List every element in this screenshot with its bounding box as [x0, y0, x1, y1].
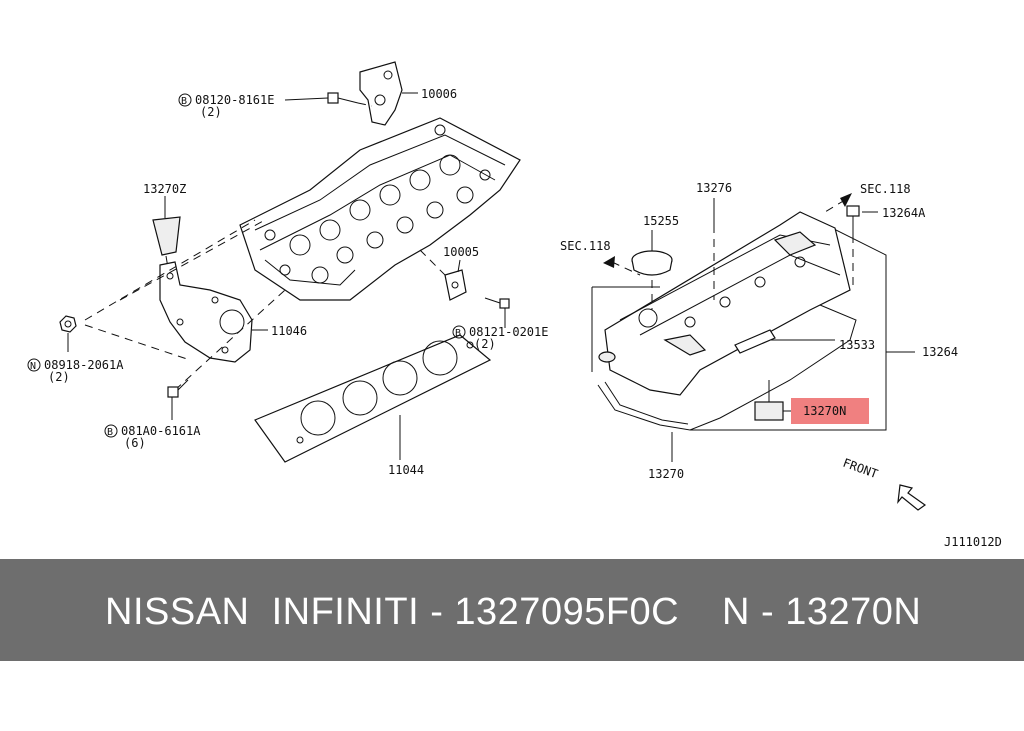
sec118-arrows: [603, 193, 852, 276]
head-gasket-11044: [254, 334, 492, 463]
footer-brand-part: NISSAN INFINITI - 1327095F0C: [105, 591, 680, 633]
bracket-10006: [359, 61, 418, 126]
label-13270z: 13270Z: [143, 182, 186, 196]
svg-text:08918-2061A: 08918-2061A: [44, 358, 124, 372]
bracket-10005: [419, 249, 467, 301]
highlight-box: [791, 398, 869, 424]
label-sec118-left: SEC.118: [560, 239, 611, 253]
grommet-13270n: [754, 380, 869, 424]
footer-part-code: N - 13270N: [722, 591, 922, 633]
svg-text:B: B: [107, 427, 113, 438]
front-cover-11046: [84, 219, 286, 391]
front-arrow: [897, 484, 927, 511]
label-11044: 11044: [388, 463, 424, 477]
bolt-08121: [484, 297, 510, 328]
svg-text:081A0-6161A: 081A0-6161A: [121, 424, 201, 438]
svg-text:(2): (2): [200, 105, 222, 119]
footer-text: NISSAN INFINITI - 1327095F0C N - 13270N: [0, 559, 1024, 661]
svg-text:B: B: [455, 328, 461, 339]
footer-bar: NISSAN INFINITI - 1327095F0C N - 13270N: [0, 559, 1024, 661]
label-13276: 13276: [696, 181, 732, 195]
label-15255: 15255: [643, 214, 679, 228]
gasket-13270: [597, 304, 857, 462]
svg-text:B: B: [181, 96, 187, 107]
callout-n-08918: N 08918-2061A (2): [27, 358, 124, 384]
label-13264a: 13264A: [882, 206, 926, 220]
svg-text:N: N: [30, 361, 36, 372]
label-13270n: 13270N: [803, 404, 846, 418]
callout-b-081a0: B 081A0-6161A (6): [104, 424, 201, 450]
seal-13270z: [152, 196, 181, 269]
callout-b-08120: B 08120-8161E (2): [178, 93, 274, 119]
valve-cover-frame: [591, 211, 915, 431]
oil-cap-15255: [631, 230, 673, 310]
diagram-code: J111012D: [944, 535, 1002, 549]
bolt-081a0: [167, 379, 189, 420]
label-sec118-right: SEC.118: [860, 182, 911, 196]
label-13270: 13270: [648, 467, 684, 481]
parts-diagram: B 08120-8161E (2) 10006 13270Z 10005 B 0…: [27, 61, 1002, 549]
bolt-08120: [284, 92, 373, 107]
svg-text:08121-0201E: 08121-0201E: [469, 325, 548, 339]
valve-cover-13264: [598, 211, 851, 396]
part-13533: [734, 329, 835, 354]
cylinder-head: [239, 117, 521, 301]
nut-08918: [59, 315, 77, 352]
svg-text:08120-8161E: 08120-8161E: [195, 93, 274, 107]
stage: B 08120-8161E (2) 10006 13270Z 10005 B 0…: [0, 61, 1024, 661]
label-13264: 13264: [922, 345, 958, 359]
svg-text:(2): (2): [474, 337, 496, 351]
label-10005: 10005: [443, 245, 479, 259]
label-11046: 11046: [271, 324, 307, 338]
label-10006: 10006: [421, 87, 457, 101]
label-front: FRONT: [841, 456, 880, 482]
callout-b-08121: B 08121-0201E (2): [452, 325, 548, 351]
svg-text:(2): (2): [48, 370, 70, 384]
svg-text:(6): (6): [124, 436, 146, 450]
label-13533: 13533: [839, 338, 875, 352]
bolt-13264a: [846, 205, 878, 290]
